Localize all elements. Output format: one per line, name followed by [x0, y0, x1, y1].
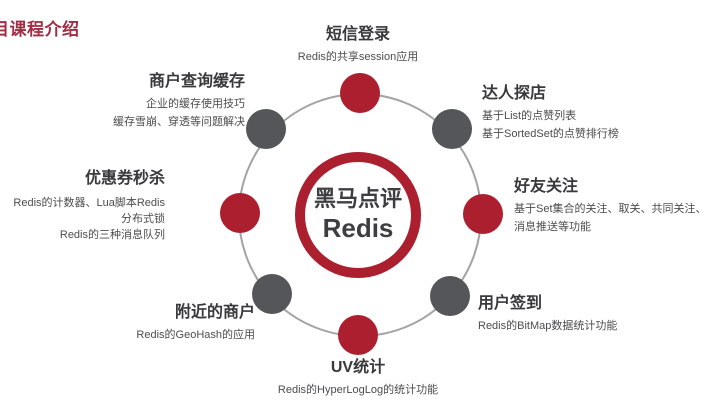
node-desc-line: 消息推送等功能 [514, 221, 591, 233]
node-desc-line: Redis的GeoHash的应用 [136, 329, 255, 341]
node-dot-user-checkin [430, 276, 470, 316]
node-label-sms-login: 短信登录 Redis的共享session应用 [238, 25, 478, 66]
node-title: UV统计 [330, 359, 386, 376]
node-dot-nearby-merchants [252, 274, 292, 314]
node-desc-line: Redis的HyperLogLog的统计功能 [277, 384, 439, 396]
node-label-merchant-cache: 商户查询缓存 企业的缓存使用技巧 缓存雪崩、穿透等问题解决 [5, 72, 245, 131]
node-dot-uv-stats [338, 315, 378, 355]
node-dot-friend-follow [463, 194, 503, 234]
center-subtitle: Redis [322, 212, 394, 243]
node-desc-line: Redis的BitMap数据统计功能 [478, 320, 618, 332]
node-label-nearby-merchants: 附近的商户 Redis的GeoHash的应用 [15, 303, 255, 344]
node-desc-line: 基于SortedSet的点赞排行榜 [482, 128, 619, 140]
node-desc-line: 企业的缓存使用技巧 [146, 98, 245, 110]
node-desc-line: 分布式锁 [121, 213, 165, 225]
center-title: 黑马点评 [313, 186, 402, 212]
node-title: 附近的商户 [174, 304, 255, 321]
node-label-coupon-seckill: 优惠券秒杀 Redis的计数器、Lua脚本Redis 分布式锁 Redis的三种… [0, 169, 165, 243]
node-dot-coupon-seckill [220, 193, 260, 233]
node-title: 好友关注 [514, 178, 579, 195]
node-title: 达人探店 [482, 85, 547, 102]
page-title: 目课程介绍 [0, 20, 80, 39]
node-title: 短信登录 [325, 26, 390, 43]
node-title: 用户签到 [478, 295, 543, 312]
node-desc-line: Redis的三种消息队列 [59, 229, 165, 241]
node-label-user-checkin: 用户签到 Redis的BitMap数据统计功能 [478, 294, 713, 335]
node-desc-line: Redis的计数器、Lua脚本Redis [13, 197, 165, 209]
node-desc-line: 基于List的点赞列表 [482, 110, 577, 122]
node-label-friend-follow: 好友关注 基于Set集合的关注、取关、共同关注、 消息推送等功能 [514, 177, 713, 236]
node-dot-sms-login [340, 73, 380, 113]
center-circle: 黑马点评 Redis [295, 152, 421, 278]
node-dot-influencer-explore [432, 109, 472, 149]
node-desc-line: Redis的共享session应用 [297, 51, 419, 63]
node-title: 优惠券秒杀 [84, 170, 165, 187]
node-dot-merchant-cache [246, 109, 286, 149]
node-title: 商户查询缓存 [148, 73, 245, 90]
node-label-uv-stats: UV统计 Redis的HyperLogLog的统计功能 [238, 358, 478, 399]
node-desc-line: 基于Set集合的关注、取关、共同关注、 [514, 203, 707, 215]
node-desc-line: 缓存雪崩、穿透等问题解决 [113, 116, 245, 128]
node-label-influencer-explore: 达人探店 基于List的点赞列表 基于SortedSet的点赞排行榜 [482, 84, 713, 143]
